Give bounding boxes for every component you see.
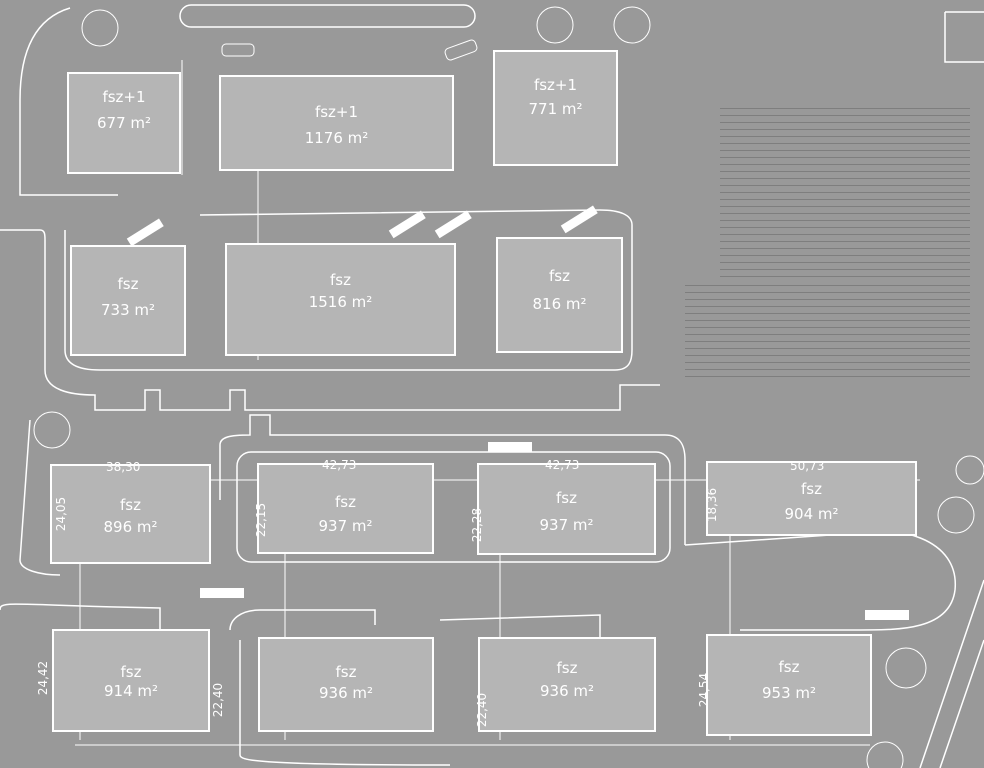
building-area: 1176 m² [304, 129, 369, 147]
building-area: 936 m² [318, 684, 374, 702]
building-area: 733 m² [100, 301, 156, 319]
building-area: 896 m² [103, 518, 158, 536]
truck-icon [388, 210, 426, 239]
dimension-label: 18,36 [705, 487, 720, 523]
dimension-label: 42,73 [322, 458, 357, 472]
building-area: 936 m² [539, 682, 595, 700]
building-area: 914 m² [103, 682, 159, 700]
building-5[interactable]: fsz 1516 m² [225, 243, 456, 356]
truck-icon [560, 205, 598, 234]
tree-icon [613, 6, 651, 44]
tree-icon [955, 455, 984, 485]
dimension-label: 42,73 [545, 458, 580, 472]
building-label: fsz [549, 267, 570, 285]
building-3[interactable]: fsz+1 771 m² [493, 50, 618, 166]
building-label: fsz [556, 659, 578, 677]
building-label: fsz [120, 663, 142, 681]
tree-icon [885, 647, 927, 689]
building-area: 904 m² [784, 505, 839, 523]
tree-icon [81, 9, 119, 47]
car-icon [221, 43, 255, 57]
row4-edges [0, 603, 601, 766]
dimension-label: 24,42 [36, 660, 51, 696]
road-diagonal [919, 579, 984, 768]
tree-icon [33, 411, 71, 449]
building-label: fsz [801, 480, 822, 498]
dimension-label: 22,28 [470, 507, 485, 543]
tree-icon [937, 496, 975, 534]
corner-building [944, 11, 984, 63]
car-icon [444, 39, 478, 61]
dimension-lines [79, 60, 731, 740]
top-road-island [179, 4, 476, 28]
building-area: 953 m² [761, 684, 817, 702]
building-7[interactable]: fsz 896 m² [50, 464, 211, 564]
building-12[interactable]: fsz 936 m² [258, 637, 434, 732]
dimension-label: 38,30 [106, 460, 141, 474]
building-label: fsz [330, 271, 351, 289]
road-edge [219, 414, 686, 545]
building-area: 771 m² [528, 100, 583, 118]
building-14[interactable]: fsz 953 m² [706, 634, 872, 736]
building-area: 937 m² [318, 517, 373, 535]
road-edge [19, 419, 61, 576]
dimension-label: 24,54 [697, 672, 712, 708]
building-area: 816 m² [532, 295, 587, 313]
building-area: 677 m² [96, 114, 152, 132]
dimension-label: 22,40 [475, 692, 490, 728]
building-label: fsz [335, 493, 356, 511]
dimension-label: 24,05 [54, 496, 69, 532]
building-label: fsz [120, 496, 141, 514]
dimension-label: 50,73 [790, 459, 825, 473]
building-8[interactable]: fsz 937 m² [257, 463, 434, 554]
building-label: fsz [335, 663, 357, 681]
building-area: 1516 m² [308, 293, 373, 311]
parking-stripes [720, 108, 970, 278]
dimension-label: 22,15 [254, 502, 269, 538]
building-9[interactable]: fsz 937 m² [477, 463, 656, 555]
building-2[interactable]: fsz+1 1176 m² [219, 75, 454, 171]
row2-loop [64, 209, 633, 371]
building-label: fsz+1 [314, 103, 359, 121]
truck-icon [126, 218, 164, 247]
truck-icon [200, 588, 244, 598]
building-area: 937 m² [539, 516, 594, 534]
tree-icon [536, 6, 574, 44]
building-4[interactable]: fsz 733 m² [70, 245, 186, 356]
tree-icon [866, 741, 904, 768]
building-10[interactable]: fsz 904 m² [706, 461, 917, 536]
parking-edge [0, 229, 660, 411]
building-1[interactable]: fsz+1 677 m² [67, 72, 181, 174]
road-edge [19, 7, 118, 196]
building-label: fsz [117, 275, 139, 293]
building-13[interactable]: fsz 936 m² [478, 637, 656, 732]
dimension-label: 22,40 [211, 682, 226, 718]
row3-loop [236, 451, 671, 563]
building-label: fsz [778, 658, 800, 676]
parking-stripes [685, 285, 970, 380]
truck-icon [434, 210, 472, 239]
truck-icon [865, 610, 909, 620]
building-label: fsz+1 [102, 88, 146, 106]
building-6[interactable]: fsz 816 m² [496, 237, 623, 353]
truck-icon [488, 442, 532, 452]
building-label: fsz+1 [533, 76, 578, 94]
building-label: fsz [556, 489, 577, 507]
turning-loop [684, 529, 956, 631]
